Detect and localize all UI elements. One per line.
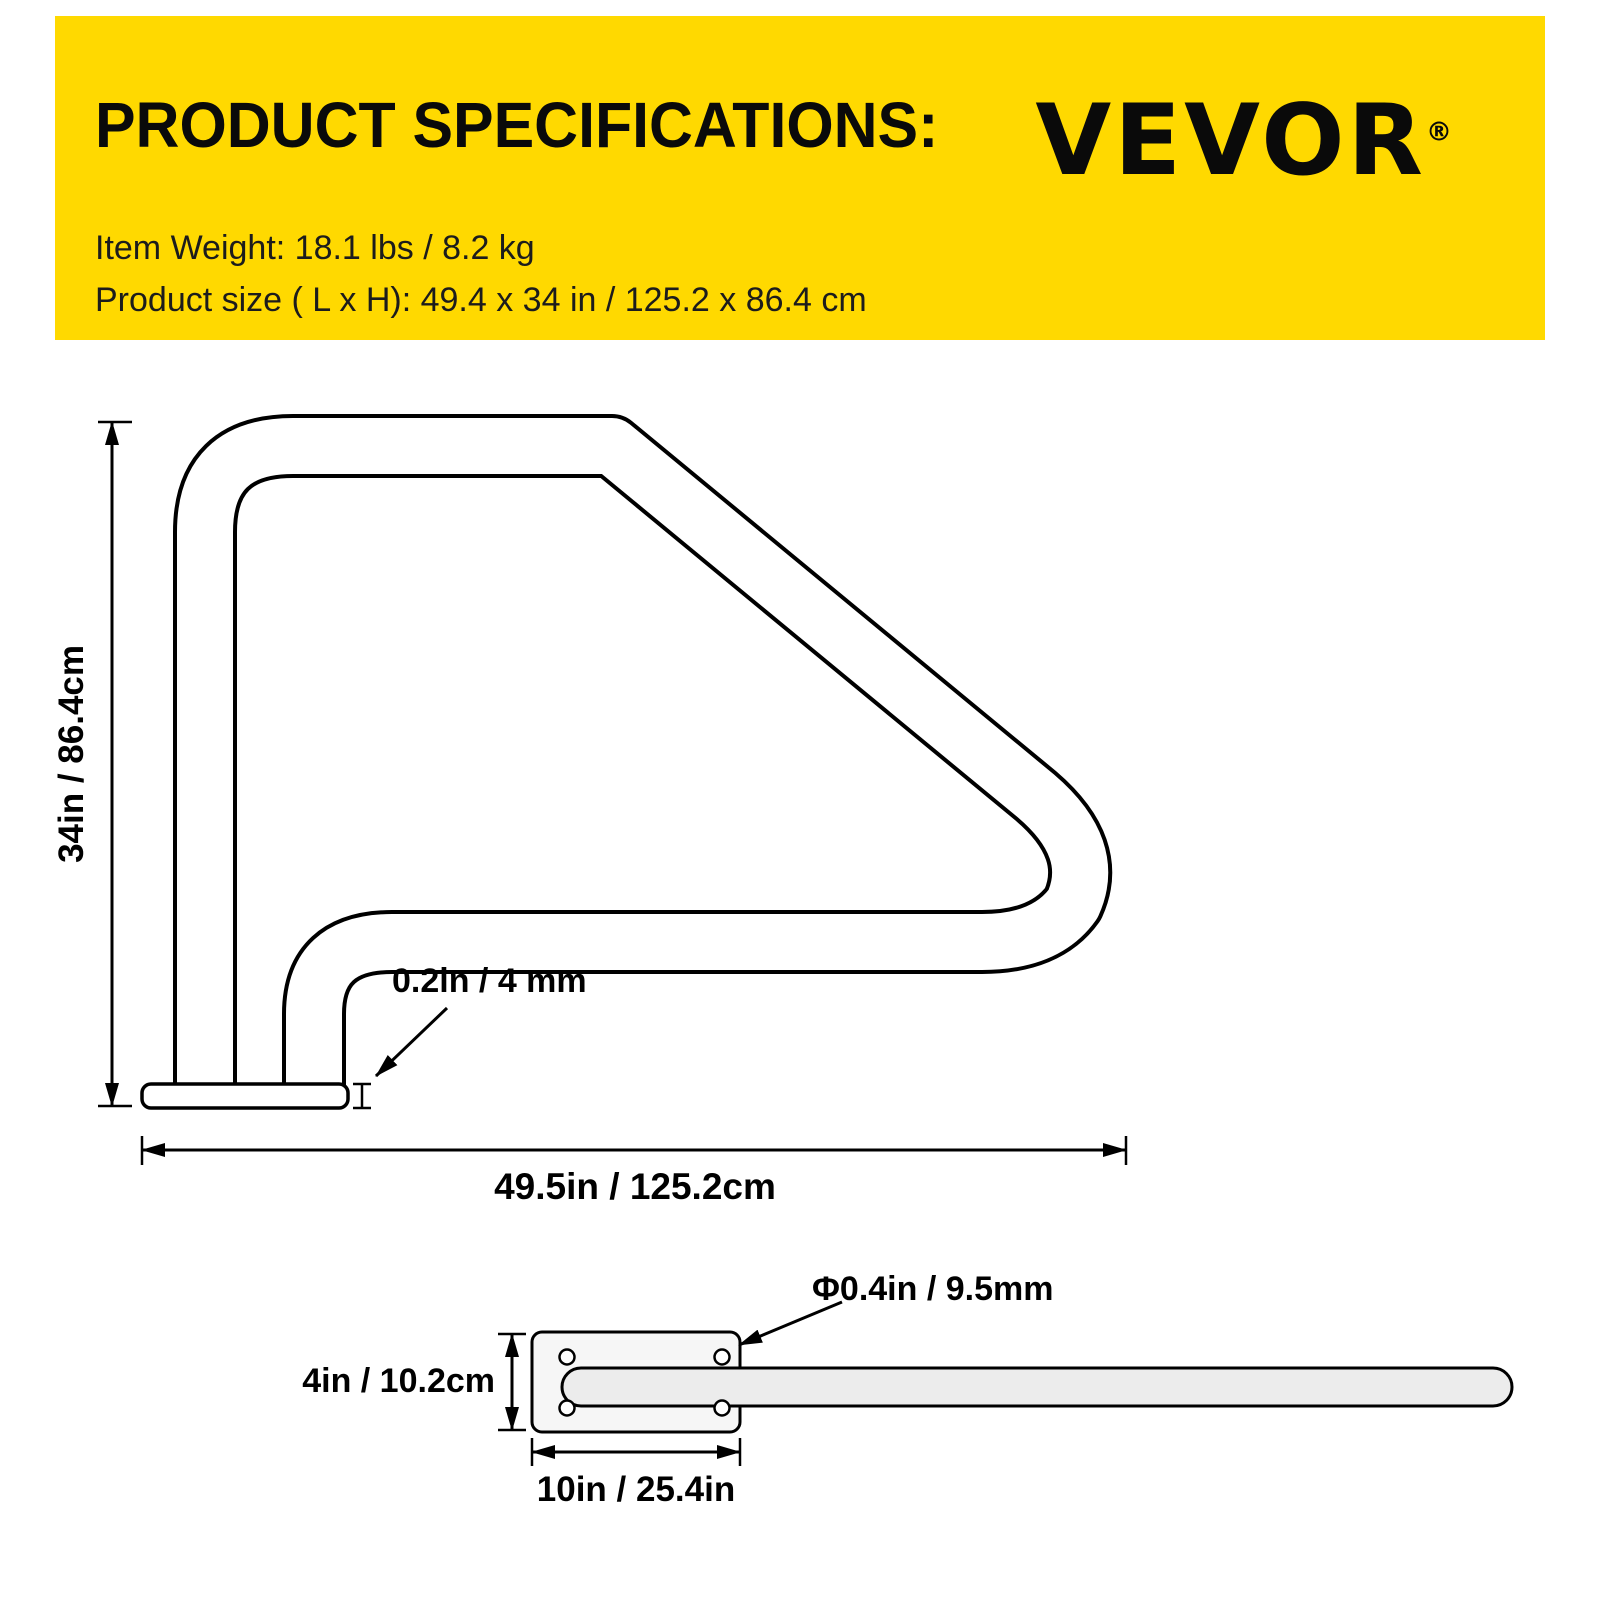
plate-width-label: 4in / 10.2cm: [302, 1362, 495, 1400]
brand-logo: VEVOR®: [1035, 84, 1452, 198]
hole-diameter-label: Φ0.4in / 9.5mm: [812, 1270, 1054, 1308]
thickness-symbol: [353, 1082, 371, 1110]
plate-length-dimension: [530, 1438, 742, 1466]
bolt-hole-top-right: [713, 1348, 731, 1366]
bolt-hole-top-left: [558, 1348, 576, 1366]
page-title: PRODUCT SPECIFICATIONS:: [95, 89, 939, 161]
plate-length-label: 10in / 25.4in: [536, 1470, 736, 1509]
width-dimension: [140, 1136, 1128, 1165]
rail-tube-top: [560, 1366, 1514, 1408]
product-size-text: Product size ( L x H): 49.4 x 34 in / 12…: [95, 281, 867, 319]
bolt-hole-bottom-left: [558, 1399, 576, 1417]
thickness-arrow: [374, 1006, 449, 1078]
base-plate-side: [140, 1082, 350, 1110]
brand-logo-text: VEVOR: [1035, 84, 1426, 198]
registered-trademark-symbol: ®: [1426, 117, 1452, 148]
hole-diameter-arrow: [738, 1300, 843, 1347]
spec-summary: Item Weight: 18.1 lbs / 8.2 kg Product s…: [95, 222, 867, 326]
height-dimension-label: 34in / 86.4cm: [52, 645, 91, 863]
plate-width-dimension: [498, 1332, 526, 1432]
width-dimension-label: 49.5in / 125.2cm: [494, 1166, 776, 1207]
item-weight-text: Item Weight: 18.1 lbs / 8.2 kg: [95, 229, 535, 267]
header-banner: [55, 16, 1545, 340]
base-thickness-label: 0.2in / 4 mm: [392, 962, 587, 1000]
handrail-tube-fill: [177, 418, 1109, 1092]
bolt-hole-bottom-right: [713, 1399, 731, 1417]
height-dimension: [98, 420, 132, 1108]
